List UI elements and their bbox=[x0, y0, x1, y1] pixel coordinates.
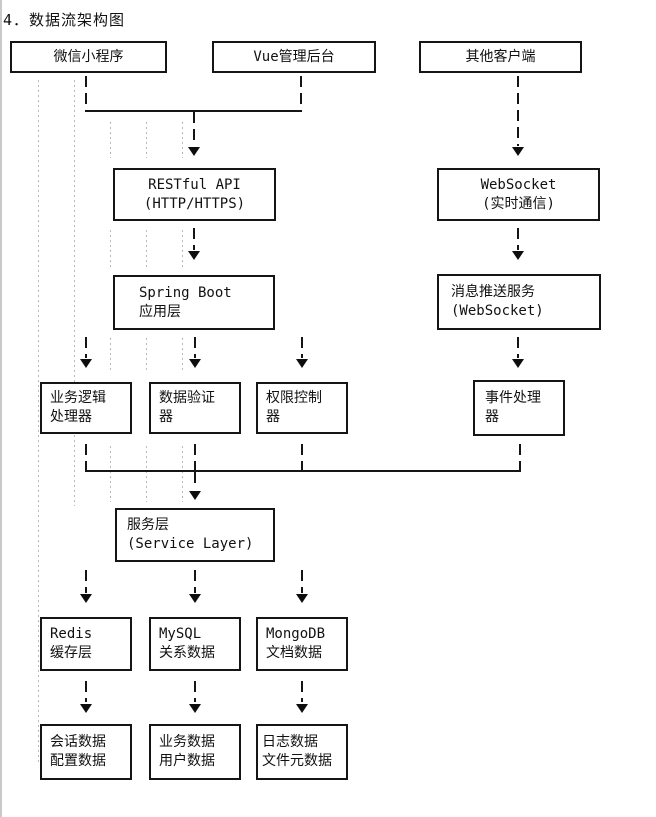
flow-line bbox=[85, 110, 302, 112]
flow-line bbox=[194, 472, 196, 489]
box-vue-admin-backend: Vue管理后台 bbox=[212, 41, 376, 73]
box-business-user-data: 业务数据 用户数据 bbox=[149, 724, 241, 780]
box-service-layer: 服务层 (Service Layer) bbox=[115, 508, 275, 562]
box-wechat-mini-program: 微信小程序 bbox=[10, 41, 167, 73]
indent-guide bbox=[146, 122, 147, 158]
indent-guide bbox=[146, 446, 147, 502]
arrow-down-icon bbox=[189, 594, 201, 603]
flow-line bbox=[193, 228, 195, 250]
box-other-clients: 其他客户端 bbox=[419, 41, 582, 73]
arrow-down-icon bbox=[189, 359, 201, 368]
flow-line bbox=[517, 228, 519, 250]
flow-line bbox=[85, 570, 87, 593]
arrow-down-icon bbox=[80, 704, 92, 713]
flow-line bbox=[85, 337, 87, 358]
arrow-down-icon bbox=[512, 359, 524, 368]
arrow-down-icon bbox=[188, 251, 200, 260]
flow-line bbox=[194, 444, 196, 470]
indent-guide bbox=[38, 80, 39, 762]
indent-guide bbox=[146, 230, 147, 268]
arrow-down-icon bbox=[189, 704, 201, 713]
flow-line bbox=[85, 444, 87, 470]
flow-line bbox=[301, 570, 303, 593]
flow-line bbox=[517, 337, 519, 358]
flow-line bbox=[301, 681, 303, 702]
arrow-down-icon bbox=[296, 359, 308, 368]
arrow-down-icon bbox=[80, 359, 92, 368]
pane-left-border bbox=[0, 0, 2, 817]
arrow-down-icon bbox=[189, 491, 201, 500]
flow-line bbox=[301, 444, 303, 470]
arrow-down-icon bbox=[296, 594, 308, 603]
box-restful-api: RESTful API (HTTP/HTTPS) bbox=[113, 168, 276, 221]
arrow-down-icon bbox=[80, 594, 92, 603]
indent-guide bbox=[110, 338, 111, 372]
box-websocket: WebSocket (实时通信) bbox=[437, 168, 600, 221]
box-event-handler: 事件处理 器 bbox=[473, 380, 565, 436]
flow-line bbox=[194, 681, 196, 702]
flow-line bbox=[301, 337, 303, 358]
box-session-config-data: 会话数据 配置数据 bbox=[40, 724, 132, 780]
box-mongodb-document: MongoDB 文档数据 bbox=[256, 617, 348, 671]
flow-line bbox=[85, 76, 87, 110]
box-mysql-relational: MySQL 关系数据 bbox=[149, 617, 241, 671]
arrow-down-icon bbox=[512, 251, 524, 260]
flow-line bbox=[519, 444, 521, 470]
box-log-filemeta-data: 日志数据 文件元数据 bbox=[256, 724, 348, 780]
indent-guide bbox=[182, 122, 183, 158]
indent-guide bbox=[146, 338, 147, 372]
box-message-push-service: 消息推送服务 (WebSocket) bbox=[437, 274, 601, 330]
flow-line bbox=[193, 112, 195, 146]
indent-guide bbox=[110, 446, 111, 502]
section-title: 4．数据流架构图 bbox=[3, 11, 126, 29]
box-permission-controller: 权限控制 器 bbox=[256, 382, 348, 434]
box-redis-cache: Redis 缓存层 bbox=[40, 617, 132, 671]
flow-line bbox=[194, 570, 196, 593]
indent-guide bbox=[110, 230, 111, 268]
box-data-validator: 数据验证 器 bbox=[149, 382, 241, 434]
indent-guide bbox=[182, 446, 183, 502]
flow-line bbox=[300, 76, 302, 110]
indent-guide bbox=[182, 230, 183, 268]
arrow-down-icon bbox=[512, 147, 524, 156]
indent-guide bbox=[110, 122, 111, 158]
arrow-down-icon bbox=[296, 704, 308, 713]
arrow-down-icon bbox=[188, 147, 200, 156]
flow-line bbox=[85, 470, 521, 472]
flow-line bbox=[85, 681, 87, 702]
box-business-logic-handler: 业务逻辑 处理器 bbox=[40, 382, 132, 434]
box-spring-boot-app: Spring Boot 应用层 bbox=[113, 275, 275, 330]
indent-guide bbox=[182, 338, 183, 372]
indent-guide bbox=[74, 80, 75, 506]
flow-line bbox=[194, 337, 196, 358]
flow-line bbox=[517, 76, 519, 146]
